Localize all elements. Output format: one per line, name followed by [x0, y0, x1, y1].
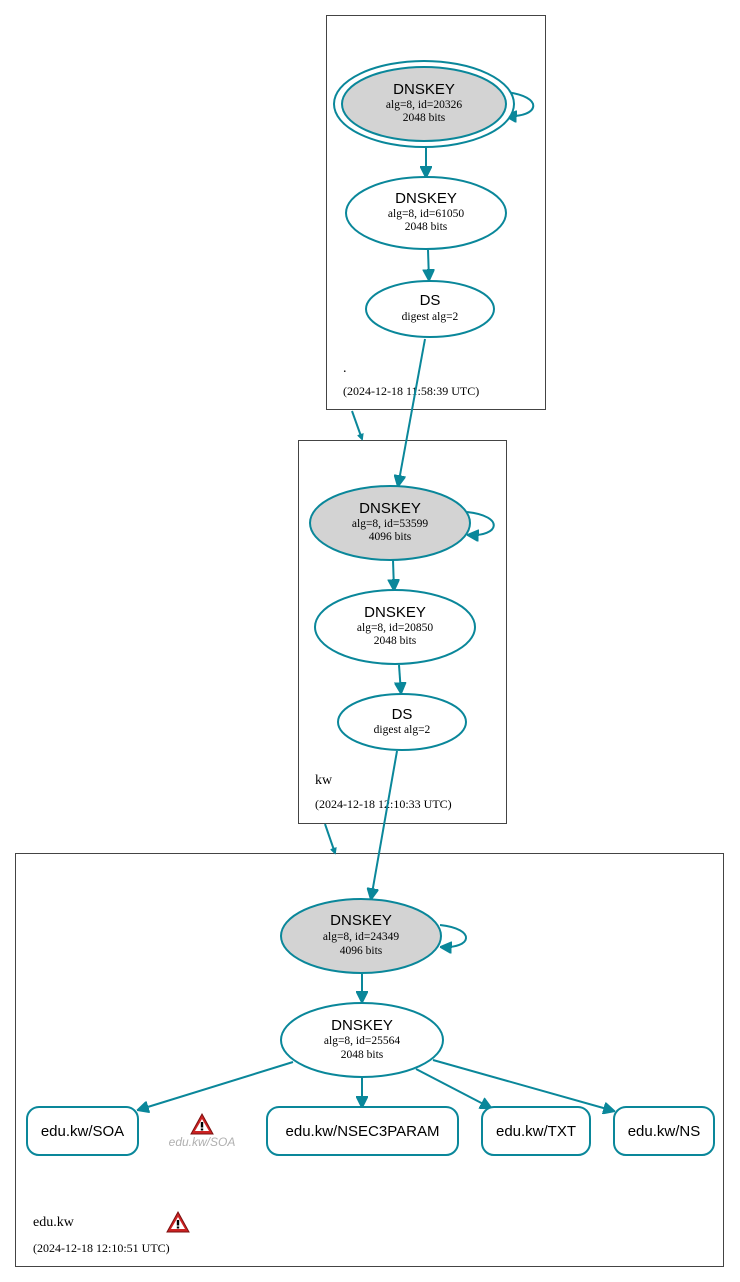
- rrset-txt[interactable]: edu.kw/TXT: [481, 1106, 591, 1156]
- node-root-ds[interactable]: DS digest alg=2: [365, 280, 495, 338]
- zone-edu-kw-box: [15, 853, 724, 1267]
- node-edu-ksk-line1: alg=8, id=24349: [323, 931, 399, 943]
- zone-kw: kw (2024-12-18 12:10:33 UTC): [298, 440, 507, 824]
- node-kw-zsk[interactable]: DNSKEY alg=8, id=20850 2048 bits: [314, 589, 476, 665]
- node-root-ds-line1: digest alg=2: [402, 311, 459, 323]
- edge-root-zsk-ds: [428, 249, 429, 280]
- node-kw-zsk-title: DNSKEY: [364, 604, 426, 621]
- node-root-zsk-title: DNSKEY: [395, 190, 457, 207]
- node-edu-ksk-title: DNSKEY: [330, 912, 392, 929]
- node-edu-zsk-line2: 2048 bits: [341, 1049, 384, 1061]
- rrset-nsec3param[interactable]: edu.kw/NSEC3PARAM: [266, 1106, 459, 1156]
- edge-root-ksk-self: [505, 91, 535, 116]
- edge-kw-ksk-zsk: [393, 559, 394, 590]
- zone-root: . (2024-12-18 11:58:39 UTC): [326, 15, 546, 410]
- zone-edu-kw-name: edu.kw: [33, 1215, 75, 1230]
- node-edu-ksk[interactable]: DNSKEY alg=8, id=24349 4096 bits: [280, 898, 442, 974]
- delegation-arrow-root-kw: [351, 410, 362, 439]
- edge-edu-zsk-soa: [138, 1061, 294, 1110]
- node-kw-ksk[interactable]: DNSKEY alg=8, id=53599 4096 bits: [309, 485, 471, 561]
- rrset-soa-ghost-label: edu.kw/SOA: [169, 1135, 236, 1149]
- node-kw-ds-line1: digest alg=2: [374, 724, 431, 736]
- node-kw-ds-title: DS: [392, 706, 413, 723]
- warning-triangle-icon[interactable]: [190, 1112, 214, 1135]
- node-root-ds-title: DS: [420, 292, 441, 309]
- rrset-soa-label: edu.kw/SOA: [41, 1123, 124, 1140]
- warning-triangle-icon[interactable]: [166, 1210, 190, 1233]
- node-kw-zsk-line2: 2048 bits: [374, 635, 417, 647]
- rrset-ns-label: edu.kw/NS: [628, 1123, 701, 1140]
- node-root-ksk-line1: alg=8, id=20326: [386, 99, 462, 111]
- zone-root-box: [326, 15, 546, 410]
- node-root-ksk-title: DNSKEY: [393, 81, 455, 98]
- node-kw-ksk-title: DNSKEY: [359, 500, 421, 517]
- node-root-ksk-line2: 2048 bits: [403, 112, 446, 124]
- rrset-nsec3param-label: edu.kw/NSEC3PARAM: [286, 1123, 440, 1140]
- zone-kw-timestamp: (2024-12-18 12:10:33 UTC): [315, 797, 452, 811]
- node-root-zsk-line2: 2048 bits: [405, 221, 448, 233]
- rrset-txt-label: edu.kw/TXT: [496, 1123, 576, 1140]
- node-kw-ksk-line1: alg=8, id=53599: [352, 518, 428, 530]
- node-kw-ksk-line2: 4096 bits: [369, 531, 412, 543]
- node-root-zsk-line1: alg=8, id=61050: [388, 208, 464, 220]
- node-edu-zsk-line1: alg=8, id=25564: [324, 1035, 400, 1047]
- edge-kw-ksk-self: [467, 511, 495, 535]
- edge-edu-ksk-self: [440, 924, 467, 947]
- zone-root-name: .: [343, 361, 347, 376]
- edge-kw-ds-edu-ksk: [371, 750, 398, 899]
- rrset-ns[interactable]: edu.kw/NS: [613, 1106, 715, 1156]
- zone-kw-box: [298, 440, 507, 824]
- node-kw-ds[interactable]: DS digest alg=2: [337, 693, 467, 751]
- edge-root-ds-kw-ksk: [398, 338, 426, 486]
- zone-edu-kw: edu.kw (2024-12-18 12:10:51 UTC): [15, 853, 724, 1267]
- rrset-soa[interactable]: edu.kw/SOA: [26, 1106, 139, 1156]
- edge-edu-zsk-ns: [432, 1059, 614, 1111]
- edge-edu-zsk-txt: [415, 1068, 491, 1108]
- rrset-soa-ghost[interactable]: edu.kw/SOA: [169, 1112, 236, 1149]
- node-edu-zsk-title: DNSKEY: [331, 1017, 393, 1034]
- node-kw-zsk-line1: alg=8, id=20850: [357, 622, 433, 634]
- delegation-arrow-kw-edu: [324, 823, 335, 853]
- zone-root-timestamp: (2024-12-18 11:58:39 UTC): [343, 384, 479, 398]
- zone-edu-kw-timestamp: (2024-12-18 12:10:51 UTC): [33, 1241, 170, 1255]
- edge-kw-zsk-ds: [399, 664, 401, 693]
- zone-kw-name: kw: [315, 773, 333, 788]
- node-root-zsk[interactable]: DNSKEY alg=8, id=61050 2048 bits: [345, 176, 507, 250]
- node-edu-zsk[interactable]: DNSKEY alg=8, id=25564 2048 bits: [280, 1002, 444, 1078]
- node-root-ksk[interactable]: DNSKEY alg=8, id=20326 2048 bits: [333, 60, 515, 148]
- node-edu-ksk-line2: 4096 bits: [340, 945, 383, 957]
